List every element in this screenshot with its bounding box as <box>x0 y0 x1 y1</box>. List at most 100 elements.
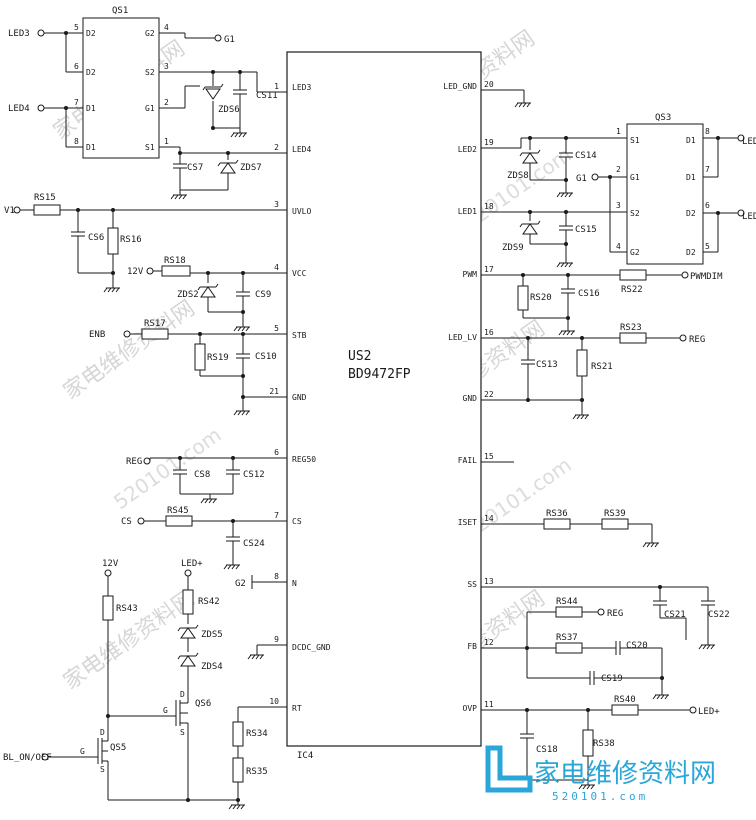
mosfet-qs1: QS1 D2 D2 D1 D1 G2 S2 G1 S1 5 6 7 8 4 3 … <box>74 6 169 159</box>
svg-text:520101.com: 520101.com <box>552 790 648 803</box>
net-reg-right: REG <box>689 335 705 345</box>
label-rs21: RS21 <box>591 362 613 372</box>
label-zds4: ZDS4 <box>201 662 223 672</box>
svg-text:CS: CS <box>292 517 302 526</box>
label-rs42: RS42 <box>198 597 220 607</box>
svg-text:DCDC_GND: DCDC_GND <box>292 643 331 652</box>
svg-text:G1: G1 <box>145 104 155 113</box>
svg-text:LED1: LED1 <box>458 207 477 216</box>
svg-text:OVP: OVP <box>463 704 478 713</box>
svg-text:S1: S1 <box>630 136 640 145</box>
qs1-wiring <box>37 29 258 200</box>
svg-text:GND: GND <box>463 394 478 403</box>
net-g2: G2 <box>235 579 246 589</box>
label-rs22: RS22 <box>621 285 643 295</box>
svg-text:9: 9 <box>274 635 279 644</box>
svg-text:QS1: QS1 <box>112 6 128 16</box>
svg-text:FB: FB <box>467 642 477 651</box>
svg-text:QS3: QS3 <box>655 113 671 123</box>
svg-text:S2: S2 <box>630 209 640 218</box>
net-enb: ENB <box>89 330 105 340</box>
svg-text:FAIL: FAIL <box>458 456 477 465</box>
label-cs16: CS16 <box>578 289 600 299</box>
label-rs44: RS44 <box>556 597 578 607</box>
svg-text:6: 6 <box>274 448 279 457</box>
label-cs9: CS9 <box>255 290 271 300</box>
label-rs39: RS39 <box>604 509 626 519</box>
svg-text:20: 20 <box>484 80 494 89</box>
label-cs18: CS18 <box>536 745 558 755</box>
svg-text:D1: D1 <box>686 136 696 145</box>
svg-text:家电维修资料网: 家电维修资料网 <box>534 759 716 789</box>
svg-text:REG50: REG50 <box>292 455 316 464</box>
label-rs38: RS38 <box>593 739 615 749</box>
net-led3: LED3 <box>8 29 30 39</box>
svg-text:S: S <box>180 728 185 737</box>
svg-text:D2: D2 <box>686 209 696 218</box>
svg-text:D1: D1 <box>86 104 96 113</box>
svg-text:LED4: LED4 <box>292 145 311 154</box>
svg-text:GND: GND <box>292 393 307 402</box>
svg-text:LED2: LED2 <box>458 145 477 154</box>
label-zds7: ZDS7 <box>240 163 262 173</box>
label-rs23: RS23 <box>620 323 642 333</box>
label-cs22: CS22 <box>708 610 730 620</box>
svg-text:LED_GND: LED_GND <box>443 82 477 91</box>
svg-text:N: N <box>292 579 297 588</box>
label-rs36: RS36 <box>546 509 568 519</box>
label-rs35: RS35 <box>246 767 268 777</box>
net-bl-on-off: BL_ON/OFF <box>3 753 52 763</box>
svg-text:7: 7 <box>74 98 79 107</box>
label-cs15: CS15 <box>575 225 597 235</box>
label-cs12: CS12 <box>243 470 265 480</box>
reg50-network <box>143 456 241 504</box>
svg-text:17: 17 <box>484 265 494 274</box>
label-rs40: RS40 <box>614 695 636 705</box>
dcdc-gnd <box>247 645 265 660</box>
net-12v: 12V <box>127 267 144 277</box>
label-zds9: ZDS9 <box>502 243 524 253</box>
label-cs8: CS8 <box>194 470 210 480</box>
svg-text:13: 13 <box>484 577 494 586</box>
svg-text:8: 8 <box>274 572 279 581</box>
svg-text:19: 19 <box>484 138 494 147</box>
svg-text:18: 18 <box>484 202 494 211</box>
qs3-wiring <box>519 134 745 268</box>
svg-text:6: 6 <box>705 201 710 210</box>
svg-text:家电维修资料网: 家电维修资料网 <box>59 586 200 695</box>
net-led4: LED4 <box>8 104 30 114</box>
net-led1-out: LED1 <box>742 212 756 222</box>
svg-text:1: 1 <box>164 137 169 146</box>
svg-text:2: 2 <box>616 165 621 174</box>
svg-text:15: 15 <box>484 452 494 461</box>
net-reg-left: REG <box>126 457 142 467</box>
svg-text:7: 7 <box>705 165 710 174</box>
svg-text:16: 16 <box>484 328 494 337</box>
svg-text:D: D <box>100 728 105 737</box>
backlight-switch-network <box>41 569 246 810</box>
svg-text:G2: G2 <box>630 248 640 257</box>
svg-text:S: S <box>100 765 105 774</box>
svg-text:UVLO: UVLO <box>292 207 311 216</box>
led-gnd <box>514 90 532 108</box>
stb-network <box>123 328 251 416</box>
svg-text:D1: D1 <box>86 143 96 152</box>
label-cs10: CS10 <box>255 352 277 362</box>
label-rs16: RS16 <box>120 235 142 245</box>
ic-bd9472fp: US2 BD9472FP IC4 <box>286 51 482 761</box>
svg-text:1: 1 <box>274 82 279 91</box>
net-g1-right: G1 <box>576 174 587 184</box>
label-rs18: RS18 <box>164 256 186 266</box>
label-rs37: RS37 <box>556 633 578 643</box>
net-v1: V1 <box>4 206 15 216</box>
label-rs34: RS34 <box>246 729 268 739</box>
label-qs5: QS5 <box>110 743 126 753</box>
label-zds2: ZDS2 <box>177 290 199 300</box>
iset-network <box>543 518 660 548</box>
label-cs6: CS6 <box>88 233 104 243</box>
label-cs14: CS14 <box>575 151 597 161</box>
svg-text:D: D <box>180 690 185 699</box>
svg-text:RT: RT <box>292 704 302 713</box>
label-cs7: CS7 <box>187 163 203 173</box>
